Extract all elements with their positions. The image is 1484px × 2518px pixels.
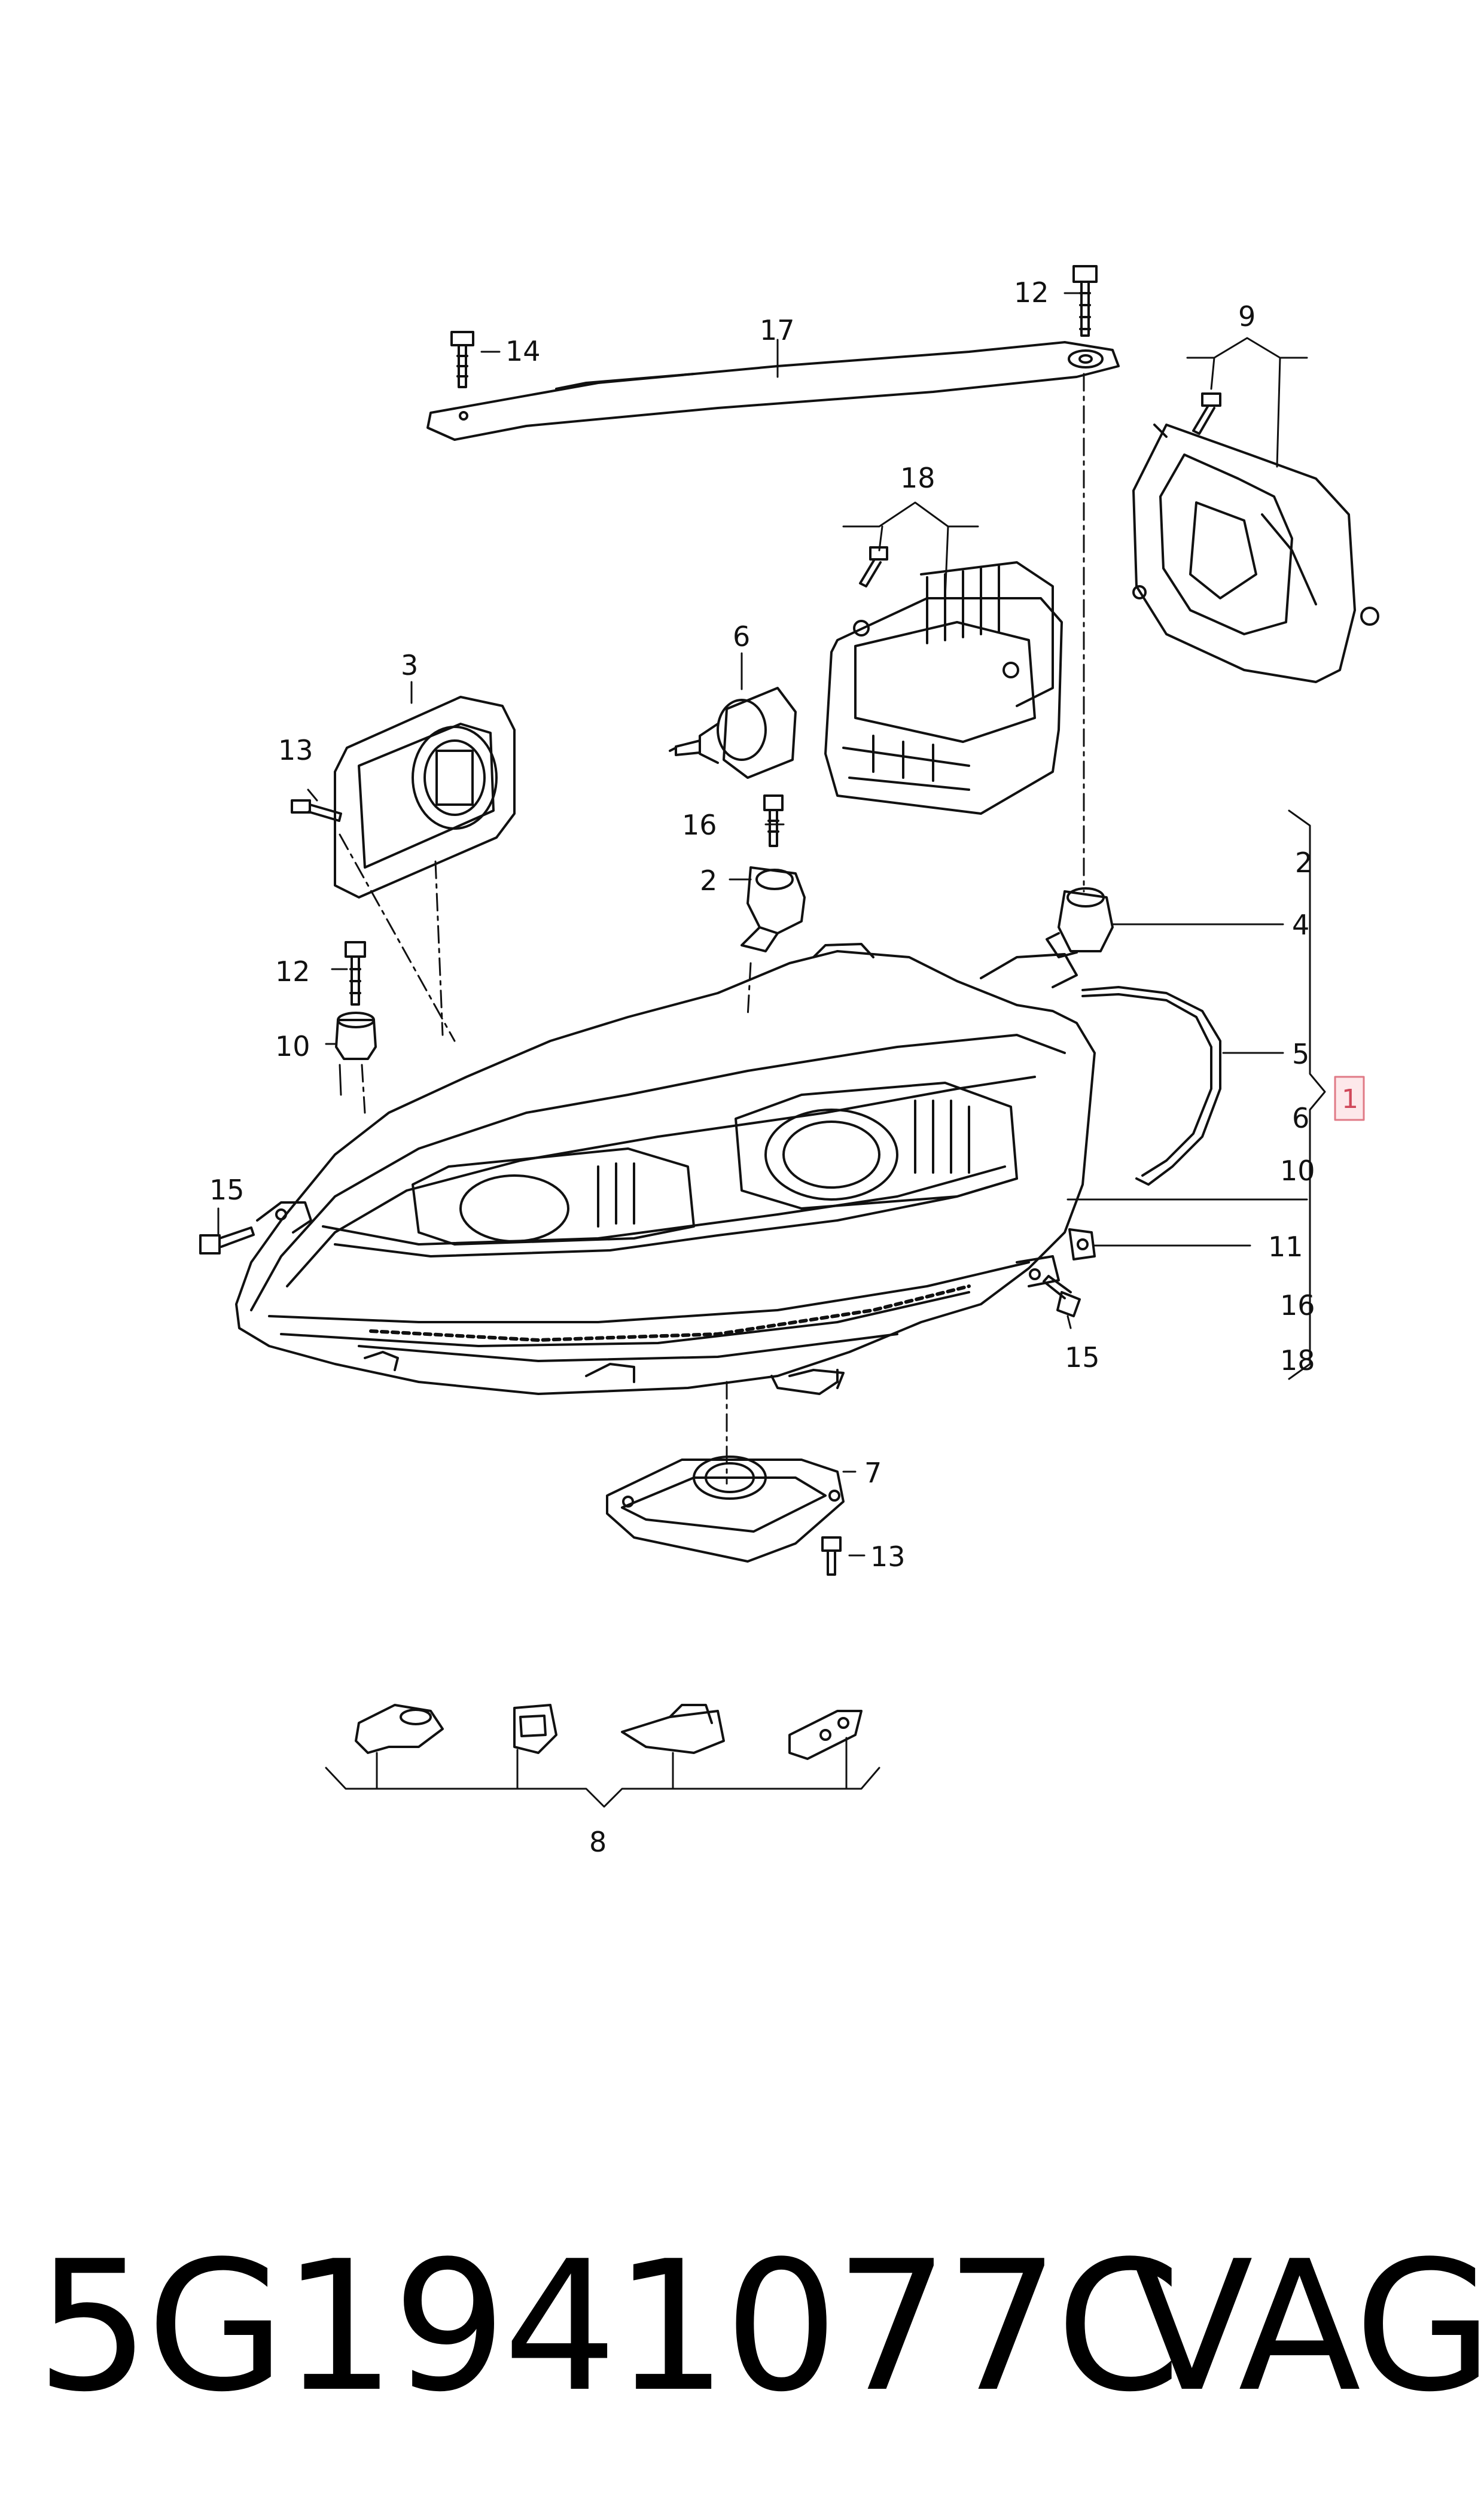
callout-13-bottom: 13 <box>870 1540 906 1573</box>
brand-name: VAG <box>1130 2222 1484 2431</box>
rear-cover-9 <box>1132 424 1379 683</box>
assembly-list-item: 6 <box>1292 1102 1309 1134</box>
assembly-list-item: 10 <box>1280 1155 1315 1187</box>
bolt-18 <box>859 546 888 587</box>
callout-12-top: 12 <box>1014 276 1049 309</box>
callout-9: 9 <box>1238 300 1256 333</box>
clip-nut-11 <box>1068 1228 1096 1260</box>
part-number: 5G1941077C <box>36 2222 1181 2431</box>
assembly-list-item: 18 <box>1280 1344 1315 1377</box>
callout-5: 5 <box>1292 1038 1309 1070</box>
bracket-18 <box>842 501 979 599</box>
clip-10 <box>335 1012 377 1060</box>
ballast-3 <box>334 696 516 899</box>
actuator-6 <box>669 687 797 779</box>
bolt-15-right <box>1043 1275 1081 1317</box>
assembly-list-item: 2 <box>1295 847 1312 879</box>
callout-12-mid: 12 <box>275 955 310 988</box>
callout-13-left: 13 <box>278 734 313 766</box>
bolt-12-mid <box>345 941 366 1006</box>
callout-14: 14 <box>505 335 541 367</box>
callout-15-right: 15 <box>1065 1341 1100 1374</box>
bracket-9 <box>1186 337 1308 468</box>
callout-4: 4 <box>1292 909 1309 941</box>
callout-10-mid: 10 <box>275 1030 310 1062</box>
callout-labels: 12 17 14 9 18 3 6 13 16 2 12 10 15 4 5 1… <box>209 276 1315 1858</box>
callout-7: 7 <box>864 1457 882 1489</box>
bolt-9 <box>1192 392 1221 435</box>
callout-3: 3 <box>401 649 418 681</box>
callout-17: 17 <box>760 314 795 346</box>
assembly-reference-badge[interactable]: 1 <box>1334 1076 1365 1121</box>
callout-2-top: 2 <box>700 864 717 897</box>
headlight-housing <box>235 943 1096 1395</box>
assembly-guide-lines <box>339 373 1085 1485</box>
bolt-12-top <box>1072 265 1098 337</box>
socket-2 <box>741 866 806 952</box>
led-module-18 <box>824 561 1063 815</box>
callout-16-top: 16 <box>682 809 717 841</box>
bolt-13-left <box>291 799 342 822</box>
repair-bracket-kit-8 <box>355 1704 863 1760</box>
bracket-8 <box>325 1737 880 1808</box>
mounting-bracket-17 <box>426 341 1120 441</box>
control-unit-7 <box>606 1456 845 1563</box>
bolt-14 <box>450 331 474 388</box>
leader-lines <box>217 292 1326 1557</box>
bolt-13-bottom <box>821 1536 842 1576</box>
bolt-16 <box>763 794 784 847</box>
callout-8: 8 <box>589 1826 607 1858</box>
assembly-reference-label: 1 <box>1342 1084 1358 1115</box>
bolt-15-left <box>199 1226 255 1255</box>
callout-6-top: 6 <box>733 620 750 653</box>
callout-18-top: 18 <box>900 462 936 494</box>
callout-15-left: 15 <box>209 1174 245 1206</box>
socket-4 <box>1046 887 1114 958</box>
assembly-list-item: 16 <box>1280 1289 1315 1322</box>
callout-11: 11 <box>1268 1231 1303 1263</box>
seal-5 <box>1081 986 1221 1186</box>
